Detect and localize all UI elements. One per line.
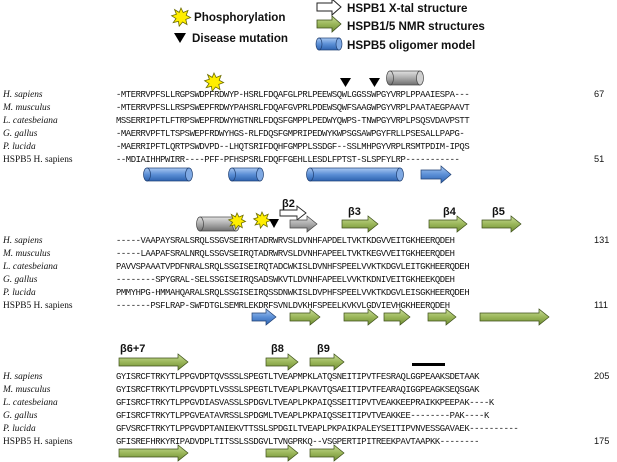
residue-number: 205: [594, 371, 609, 381]
species-label: L. catesbeiana: [2, 262, 58, 272]
sequence-text: -MAERRVPFTLTSPSWEPFRDWYHGS-RLFDQSFGMPRIP…: [116, 129, 464, 139]
beta-strand-label: β9: [317, 343, 330, 355]
species-label: G. gallus: [3, 411, 38, 421]
green-arrow-strand: [341, 215, 379, 233]
species-label: M. musculus: [2, 249, 51, 259]
phosphorylation-star-icon: [170, 7, 192, 28]
sequence-text: -----VAAPAYSRALSRQLSSGVSEIRHTADRWRVSLDVN…: [116, 236, 455, 246]
green-arrow-icon: [316, 15, 342, 33]
sequence-text: PAVVSPAAATVPDFNRALSRQLSSGISEIRQTADCWKISL…: [116, 262, 469, 272]
species-label: P. lucida: [2, 288, 36, 298]
blue-arrow-strand: [420, 165, 452, 184]
legend-oligomer-label: HSPB5 oligomer model: [347, 39, 475, 52]
species-label: H. sapiens: [2, 90, 43, 100]
disease-mutation-triangle-icon: [340, 78, 351, 87]
sequence-text: GFVSRCFTRKYTLPPGVDPTANIEKVTTSSLSPDGILTVE…: [116, 424, 518, 434]
green-arrow-strand: [265, 444, 299, 462]
disease-mutation-triangle-icon: [369, 78, 380, 87]
residue-number: 131: [594, 235, 609, 245]
green-arrow-strand: [481, 215, 522, 233]
species-label: P. lucida: [2, 142, 36, 152]
alignment-block-2: β2 β3 β4 β5 H. sapiens -----VAAPAYSRALSR…: [2, 198, 609, 326]
green-arrow-strand: [427, 308, 457, 326]
sequence-text: --MDIAIHHPWIRR----PFF-PFHSPSRLFDQFFGEHLL…: [116, 155, 459, 165]
species-label: L. catesbeiana: [2, 116, 58, 126]
species-label: HSPB5 H. sapiens: [3, 301, 73, 311]
sequence-text: PMMYHPG-HMMAHQARALSRQLSSGISEIRQSSDNWKISL…: [116, 288, 469, 298]
beta-strand-label: β3: [348, 206, 361, 218]
sequence-rows: H. sapiens -----VAAPAYSRALSRQLSSGVSEIRHT…: [2, 235, 609, 311]
green-arrow-strand: [289, 308, 321, 326]
species-label: HSPB5 H. sapiens: [3, 437, 73, 447]
sequence-text: -------PSFLRAP-SWFDTGLSEMRLEKDRFSVNLDVKH…: [116, 301, 450, 311]
blue-cylinder-helix: [228, 167, 264, 182]
sequence-text: GFISRCFTRKYTLPPGVEATAVRSSLSPDGMLTVEAPLPK…: [116, 411, 490, 421]
species-label: H. sapiens: [2, 372, 43, 382]
sequence-text: GFISRCFTRKYTLPPGVDIASVASSLSPDGVLTVEAPLPK…: [116, 398, 495, 408]
residue-number: 175: [594, 436, 609, 446]
residue-number: 111: [594, 300, 608, 310]
disease-mutation-triangle-icon: [269, 219, 279, 228]
legend-phosphorylation-label: Phosphorylation: [194, 11, 285, 24]
species-label: P. lucida: [2, 424, 36, 434]
green-arrow-strand: [383, 308, 411, 326]
sequence-text: -MTERRVPFSLLRSPSWEPFRDWYPAHSRLFDQAFGVPRL…: [116, 103, 469, 113]
blue-arrow-strand: [251, 308, 277, 326]
species-label: G. gallus: [3, 129, 38, 139]
white-arrow-icon: [316, 0, 342, 17]
sequence-text: --------SPYGRAL-SELSSGISEIRQSADSWKVTLDVN…: [116, 275, 455, 285]
sequence-text: GFISREFHRKYRIPADVDPLTITSSLSSDGVLTVNGPRKQ…: [116, 437, 479, 447]
species-label: HSPB5 H. sapiens: [3, 155, 73, 165]
alignment-block-1: H. sapiens -MTERRVPFSLLRGPSWDPFRDWYP-HSR…: [2, 70, 604, 184]
beta-strand-label: β8: [271, 343, 284, 355]
species-label: M. musculus: [2, 103, 51, 113]
green-arrow-strand: [479, 308, 550, 326]
residue-number: 67: [594, 89, 604, 99]
blue-cylinder-icon: [315, 37, 343, 51]
green-arrow-strand: [309, 444, 345, 462]
legend-nmr-label: HSPB1/5 NMR structures: [347, 20, 485, 33]
species-label: L. catesbeiana: [2, 398, 58, 408]
residue-number: 51: [594, 154, 604, 164]
beta-strand-label: β4: [443, 206, 457, 218]
sequence-rows: H. sapiens GYISRCFTRKYTLPPGVDPTQVSSSLSPE…: [2, 371, 609, 447]
blue-cylinder-helix: [306, 167, 404, 182]
green-arrow-strand: [118, 353, 189, 371]
sequence-text: GYISRCFTRKYTLPPGVDPTLVSSSLSPEGTLTVEAPLPK…: [116, 385, 480, 395]
green-arrow-strand: [343, 308, 379, 326]
beta-strand-label: β6+7: [120, 343, 145, 355]
legend-disease-mutation-label: Disease mutation: [192, 32, 288, 45]
phosphorylation-star-icon: [227, 212, 247, 231]
phosphorylation-star-icon: [203, 72, 225, 93]
green-arrow-strand: [309, 353, 345, 371]
sequence-text: GYISRCFTRKYTLPPGVDPTQVSSSLSPEGTLTVEAPMPK…: [116, 372, 480, 382]
beta-strand-label: β2: [282, 198, 295, 210]
phosphorylation-star-icon: [252, 211, 272, 230]
disease-mutation-triangle-icon: [174, 33, 186, 43]
sequence-text: MSSERRIPFTLFTRPSWEPFRDWYHGTNRLFDQSFGMPPL…: [116, 116, 469, 126]
species-label: M. musculus: [2, 385, 51, 395]
sequence-text: -----LAAPAFSRALNRQLSSGVSEIRQTADRWRVSLDVN…: [116, 249, 455, 259]
alignment-block-3: β6+7 β8 β9 H. sapiens GYISRCFTRKYTLPPGVD…: [2, 343, 609, 462]
sequence-text: -MTERRVPFSLLRGPSWDPFRDWYP-HSRLFDQAFGLPRL…: [116, 90, 469, 100]
grey-arrow-strand: [289, 215, 318, 233]
sequence-rows: H. sapiens -MTERRVPFSLLRGPSWDPFRDWYP-HSR…: [2, 89, 604, 165]
green-arrow-strand: [265, 353, 299, 371]
blue-cylinder-helix: [143, 167, 193, 182]
beta-strand-label: β5: [492, 206, 505, 218]
species-label: H. sapiens: [2, 236, 43, 246]
black-bar-marker: [412, 363, 445, 366]
legend-xtal-label: HSPB1 X-tal structure: [347, 2, 468, 15]
green-arrow-strand: [118, 444, 189, 462]
species-label: G. gallus: [3, 275, 38, 285]
legend: Phosphorylation Disease mutation HSPB1 X…: [170, 0, 485, 52]
sequence-text: -MAERRIPFTLQRTPSWDVPD--LHQTSRIFDQHFGMPPL…: [116, 142, 469, 152]
grey-cylinder-helix: [386, 70, 424, 86]
green-arrow-strand: [428, 215, 468, 233]
white-arrow-strand: [279, 205, 307, 221]
